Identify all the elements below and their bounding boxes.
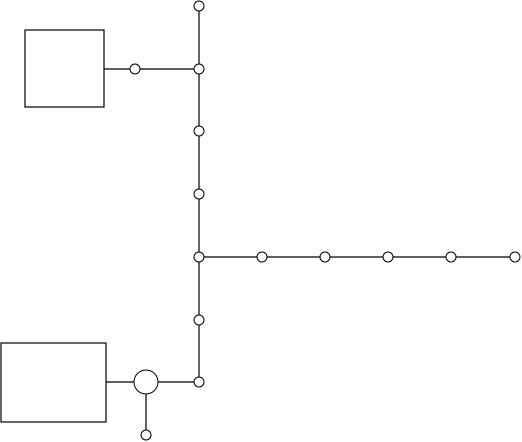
top-box <box>24 29 105 108</box>
node-right-2 <box>319 251 331 263</box>
node-trunk-1 <box>193 125 205 137</box>
node-right-end <box>509 251 521 263</box>
connection-lines <box>104 6 515 435</box>
node-right-1 <box>256 251 268 263</box>
node-trunk-2 <box>193 188 205 200</box>
equipment-boxes <box>0 29 107 423</box>
node-bottom-right <box>193 376 205 388</box>
node-main-junction <box>193 251 205 263</box>
node-right-3 <box>382 251 394 263</box>
node-bottom-drop <box>140 429 152 441</box>
node-left-branch <box>129 63 141 75</box>
node-branch-junction <box>193 63 205 75</box>
node-right-4 <box>445 251 457 263</box>
bottom-large-junction <box>133 369 159 395</box>
node-top <box>193 0 205 12</box>
junction-nodes <box>129 0 521 441</box>
node-trunk-3 <box>193 314 205 326</box>
bottom-box <box>0 342 107 423</box>
